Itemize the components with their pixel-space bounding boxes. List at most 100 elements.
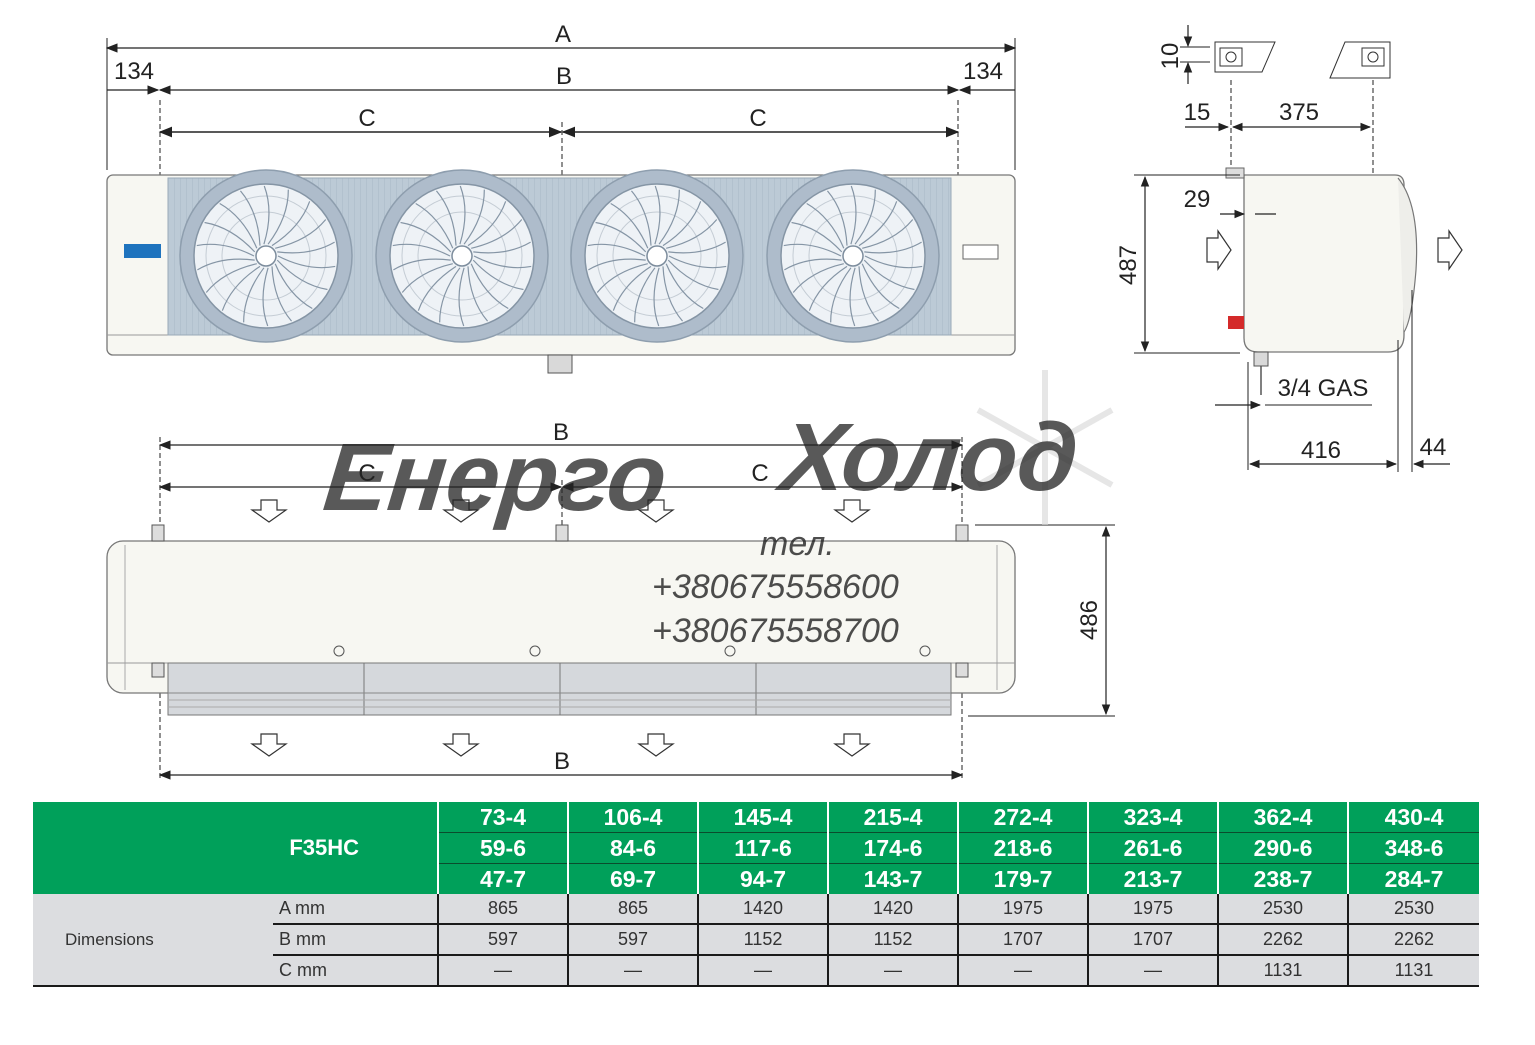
dim-B-bottom: B (554, 748, 570, 775)
dimension-value: — (1087, 955, 1218, 987)
drain-fitting (547, 354, 573, 374)
dimension-value: — (957, 955, 1088, 987)
dimension-value: — (437, 955, 568, 987)
dimension-value: 2262 (1347, 924, 1479, 956)
model-cell: 174-6 (827, 832, 958, 864)
dimension-value: 1975 (957, 894, 1088, 925)
model-cell: 106-4 (567, 802, 698, 833)
model-cell: 59-6 (437, 832, 568, 864)
dim-15: 15 (1184, 99, 1211, 126)
airflow-arrow-out-4 (833, 733, 871, 757)
airflow-arrow-in-3 (637, 499, 675, 523)
dimension-label: A mm (273, 894, 438, 925)
watermark-phone-1: +380675558600 (652, 568, 899, 606)
side-view: 10 15 375 29 487 3/4 GAS 416 44 (1115, 25, 1463, 472)
dim-487: 487 (1115, 245, 1142, 285)
label-plate (962, 244, 999, 260)
model-cell: 290-6 (1217, 832, 1348, 864)
model-cell: 238-7 (1217, 863, 1348, 894)
airflow-arrow-out-2 (442, 733, 480, 757)
red-badge (1228, 316, 1244, 329)
dim-A-label: A (555, 21, 571, 48)
dimension-label: B mm (273, 924, 438, 956)
dimension-value: 1131 (1347, 955, 1479, 987)
dimension-label: C mm (273, 955, 438, 987)
technical-drawing: A B 134 134 C C (105, 21, 1463, 780)
dim-486: 486 (1076, 600, 1103, 640)
watermark-brand-part2: Холод (771, 404, 1083, 511)
airflow-arrow-in (1206, 229, 1232, 271)
dimension-value: 1707 (1087, 924, 1218, 956)
model-cell: 430-4 (1347, 802, 1479, 833)
airflow-arrow-out-3 (637, 733, 675, 757)
dimension-value: 597 (437, 924, 568, 956)
fan-1 (179, 169, 353, 343)
dim-B-top: B (553, 419, 569, 446)
dimension-value: 1152 (827, 924, 958, 956)
airflow-arrow-out (1437, 229, 1463, 271)
dimension-value: 1131 (1217, 955, 1348, 987)
dimension-value: 1420 (697, 894, 828, 925)
dimension-value: — (827, 955, 958, 987)
dimension-value: — (567, 955, 698, 987)
model-cell: 47-7 (437, 863, 568, 894)
airflow-arrow-out-1 (250, 733, 288, 757)
model-cell: 215-4 (827, 802, 958, 833)
model-cell: 213-7 (1087, 863, 1218, 894)
connection-label: 3/4 GAS (1278, 375, 1369, 402)
dim-C-left-bottom: C (358, 460, 375, 487)
dim-B-label: B (556, 63, 572, 90)
bottom-view: B C C B 486 (106, 419, 1115, 780)
dim-10: 10 (1157, 43, 1184, 70)
snowflake-icon (976, 370, 1114, 525)
model-cell: 84-6 (567, 832, 698, 864)
dimension-value: 865 (437, 894, 568, 925)
dimension-value: 1152 (697, 924, 828, 956)
model-cell: 272-4 (957, 802, 1088, 833)
watermark-brand-part1: Енерго (319, 424, 672, 531)
fan-3 (570, 169, 744, 343)
dim-C-left: C (358, 105, 375, 132)
series-label: F35HC (33, 802, 438, 894)
model-cell: 218-6 (957, 832, 1088, 864)
dimension-value: — (697, 955, 828, 987)
airflow-arrow-in-1 (250, 499, 288, 523)
dimension-value: 1707 (957, 924, 1088, 956)
model-cell: 179-7 (957, 863, 1088, 894)
dim-29: 29 (1184, 186, 1211, 213)
dimension-value: 1975 (1087, 894, 1218, 925)
model-cell: 261-6 (1087, 832, 1218, 864)
model-cell: 143-7 (827, 863, 958, 894)
front-view: A B 134 134 C C (105, 21, 1017, 374)
dim-44: 44 (1420, 434, 1447, 461)
dim-416: 416 (1301, 437, 1341, 464)
model-cell: 69-7 (567, 863, 698, 894)
model-cell: 73-4 (437, 802, 568, 833)
dimension-value: 865 (567, 894, 698, 925)
watermark-phone-2: +380675558700 (652, 612, 899, 650)
fan-2 (375, 169, 549, 343)
dimension-value: 597 (567, 924, 698, 956)
fan-4 (766, 169, 940, 343)
model-cell: 117-6 (697, 832, 828, 864)
watermark-tel-label: тел. (760, 525, 835, 563)
dimensions-group-label: Dimensions (33, 894, 273, 987)
dim-C-right-bottom: C (751, 460, 768, 487)
model-cell: 348-6 (1347, 832, 1479, 864)
airflow-arrow-in-2 (442, 499, 480, 523)
dim-134-left: 134 (114, 58, 154, 85)
model-cell: 323-4 (1087, 802, 1218, 833)
dimension-value: 2262 (1217, 924, 1348, 956)
model-cell: 94-7 (697, 863, 828, 894)
model-cell: 362-4 (1217, 802, 1348, 833)
model-cell: 284-7 (1347, 863, 1479, 894)
blue-badge (124, 244, 161, 258)
dim-C-right: C (749, 105, 766, 132)
